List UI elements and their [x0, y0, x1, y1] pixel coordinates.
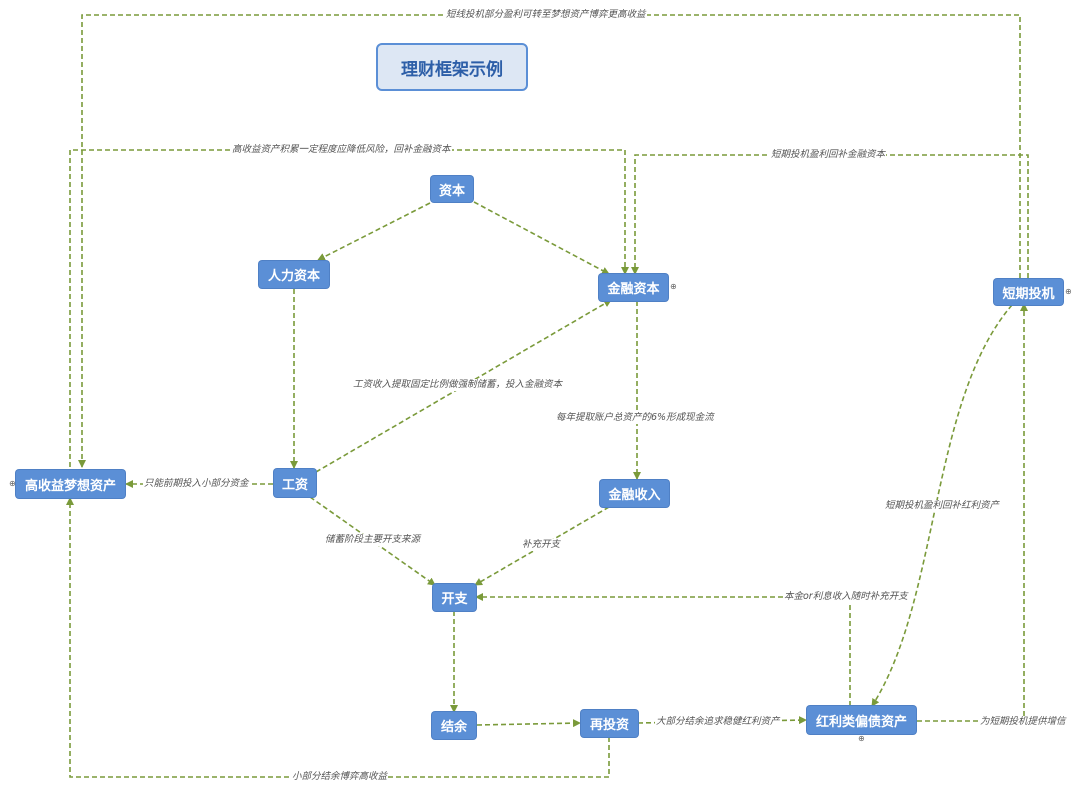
diagram-title: 理财框架示例: [376, 43, 528, 91]
edge-label-fin-to-income: 每年提取账户总资产的6%形成现金流: [555, 412, 715, 424]
edge-label-reinvest-to-dream: 小部分结余博弈高收益: [291, 771, 389, 783]
edge-label-spec-to-fin: 短期投机盈利回补金融资本: [770, 149, 887, 161]
edge-income-to-expense: [474, 506, 610, 586]
node-reinvest[interactable]: 再投资: [581, 710, 638, 737]
edge-bond-to-expense: [475, 593, 851, 706]
node-expense[interactable]: 开支: [433, 584, 476, 611]
node-dream-asset[interactable]: 高收益梦想资产: [16, 470, 125, 498]
edge-dream-to-fin: [69, 149, 629, 467]
edge-label-salary-to-dream: 只能前期投入小部分资金: [143, 478, 250, 490]
node-surplus[interactable]: 结余: [432, 712, 476, 739]
edge-label-bond-to-spec: 为短期投机提供增信: [979, 716, 1067, 728]
node-dividend-bond[interactable]: 红利类偏债资产: [807, 706, 916, 734]
node-financial-income[interactable]: 金融收入: [600, 480, 669, 507]
edge-label-salary-to-expense: 储蓄阶段主要开支来源: [324, 534, 422, 546]
expand-icon[interactable]: ⊕: [670, 282, 677, 291]
edge-reinvest-to-dream: [66, 497, 610, 778]
edge-label-spec-to-dream: 短线投机部分盈利可转至梦想资产博弈更高收益: [445, 9, 647, 21]
node-short-speculation[interactable]: 短期投机: [994, 279, 1063, 305]
edge-capital-to-fin: [473, 201, 610, 275]
expand-icon[interactable]: ⊕: [858, 734, 865, 743]
edge-label-reinvest-to-bond: 大部分结余追求稳健红利资产: [655, 716, 781, 728]
expand-icon[interactable]: ⊕: [1065, 287, 1072, 296]
edge-spec-to-fin: [631, 154, 1029, 278]
node-financial-capital[interactable]: 金融资本: [599, 274, 668, 301]
edge-surplus-to-reinvest: [476, 719, 581, 728]
edge-label-bond-to-expense: 本金or利息收入随时补充开支: [783, 591, 909, 603]
edge-spec-to-dream: [78, 14, 1021, 468]
edge-label-dream-to-fin: 高收益资产积累一定程度应降低风险，回补金融资本: [231, 144, 452, 156]
node-human-capital[interactable]: 人力资本: [259, 261, 329, 288]
node-capital[interactable]: 资本: [431, 176, 473, 202]
edge-label-salary-to-fin: 工资收入提取固定比例做强制储蓄，投入金融资本: [352, 379, 564, 391]
edge-capital-to-human: [317, 202, 431, 261]
edge-label-spec-to-bond: 短期投机盈利回补红利资产: [884, 500, 1001, 512]
node-salary[interactable]: 工资: [274, 469, 316, 497]
expand-icon[interactable]: ⊕: [9, 479, 16, 488]
edge-label-income-to-expense: 补充开支: [521, 539, 562, 551]
edge-bond-to-spec: [917, 303, 1028, 722]
